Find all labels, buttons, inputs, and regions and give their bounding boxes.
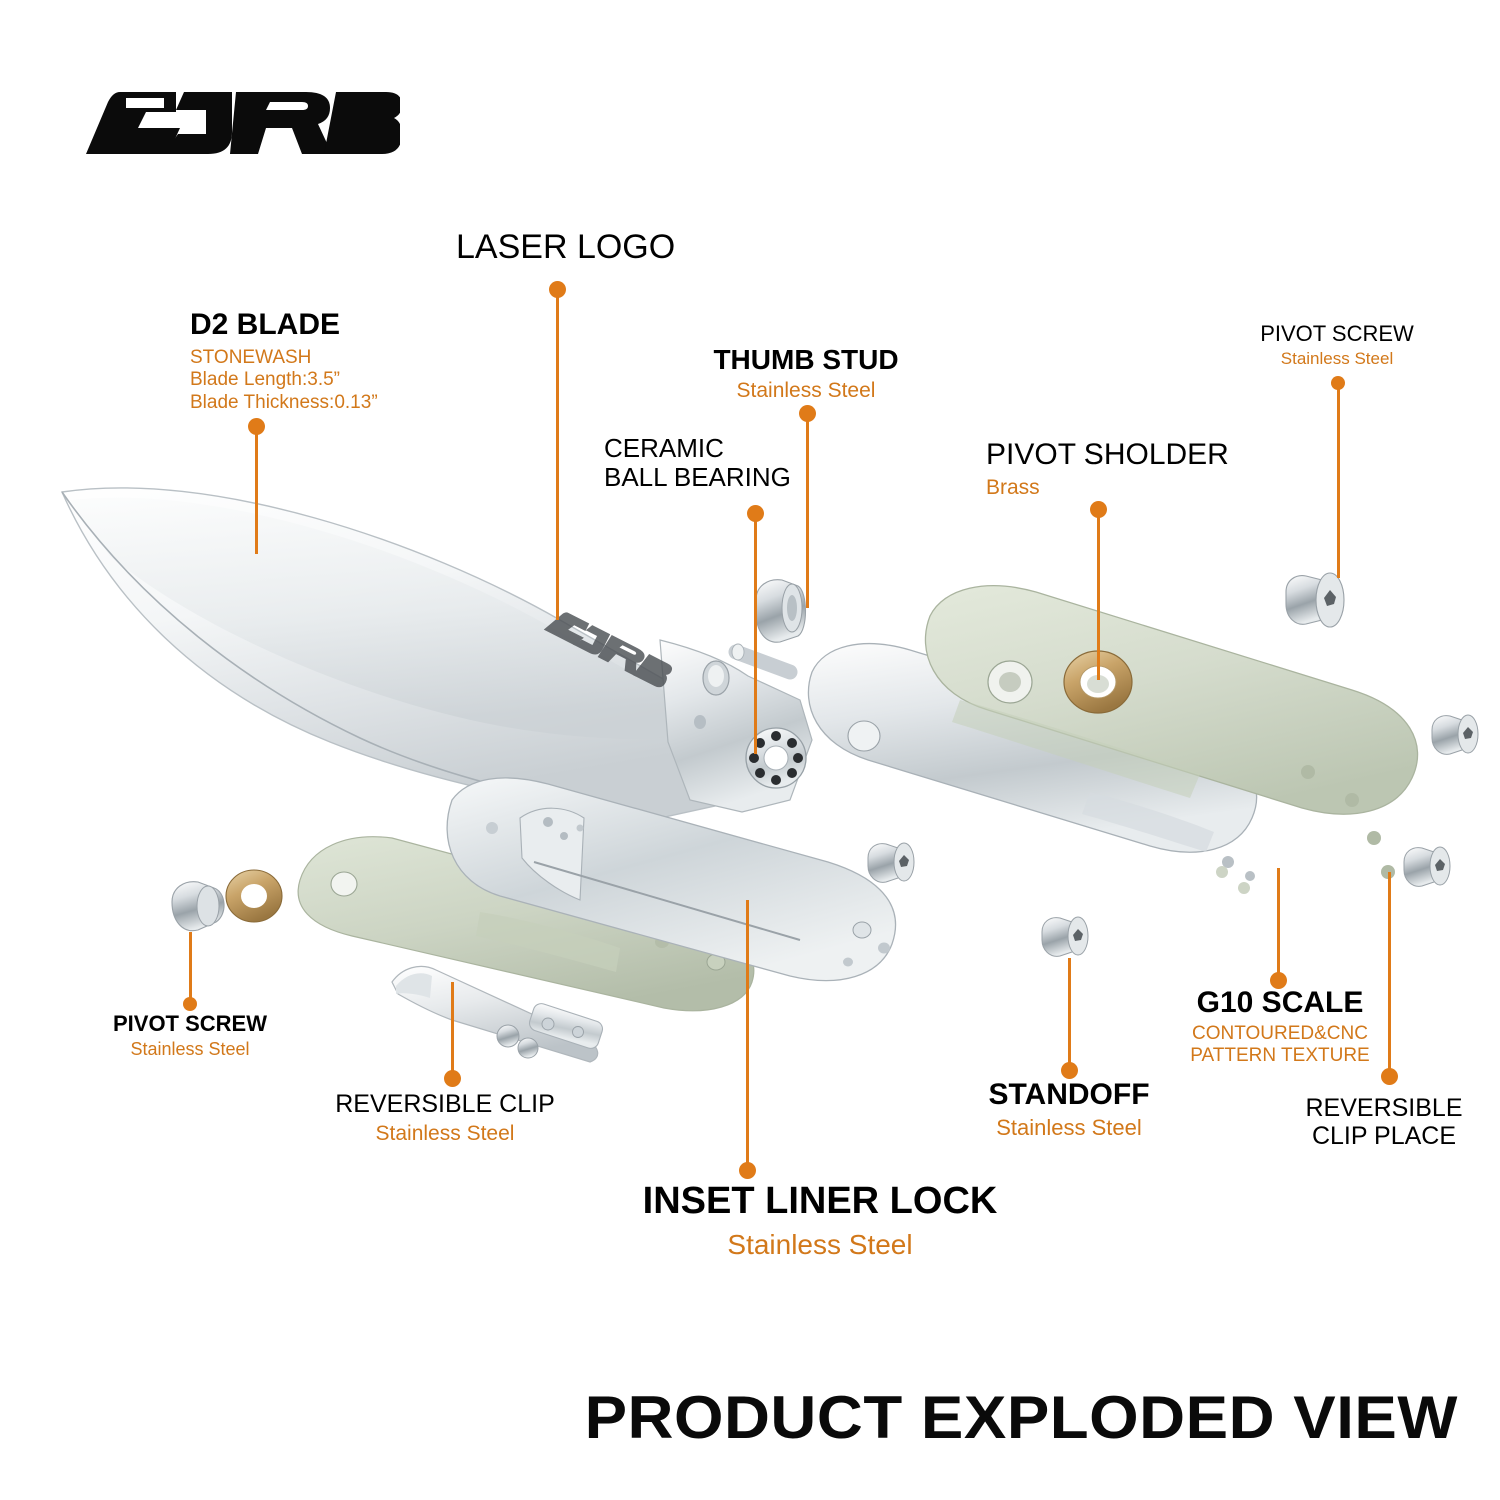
leader-line-reversible-clip bbox=[451, 982, 454, 1078]
callout-subline: Stainless Steel bbox=[130, 1038, 250, 1059]
leader-dot-reversible-clip-place bbox=[1381, 1068, 1398, 1085]
callout-title: PIVOT SCREW bbox=[112, 1011, 267, 1036]
callout-pivot-screw-top: PIVOT SCREW Stainless Steel bbox=[1237, 321, 1437, 369]
brass-washer-part bbox=[225, 869, 283, 923]
standoff-part bbox=[867, 842, 915, 883]
pivot-screw-part bbox=[1285, 572, 1345, 628]
leader-line-ceramic-ball-bearing bbox=[754, 512, 757, 754]
leader-line-thumb-stud bbox=[806, 412, 809, 608]
callout-subline: Stainless Steel bbox=[1280, 348, 1394, 368]
g10-scale-left-part bbox=[297, 836, 755, 1012]
callout-subline: Brass bbox=[986, 475, 1040, 499]
thumb-stud-part bbox=[728, 579, 807, 680]
leader-dot-reversible-clip bbox=[444, 1070, 461, 1087]
callout-subline: Stainless Steel bbox=[736, 379, 876, 403]
leader-dot-inset-liner-lock bbox=[739, 1162, 756, 1179]
callout-inset-liner-lock: INSET LINER LOCK Stainless Steel bbox=[600, 1180, 1040, 1261]
callout-subline: PATTERN TEXTURE bbox=[1190, 1045, 1370, 1067]
callout-title: REVERSIBLE CLIP bbox=[335, 1090, 555, 1118]
standoff-part bbox=[1403, 846, 1451, 887]
cjrb-wordmark-logo bbox=[80, 78, 400, 168]
callout-subline: Blade Thickness:0.13” bbox=[190, 392, 378, 414]
callout-subline: Stainless Steel bbox=[727, 1228, 913, 1260]
leader-line-laser-logo bbox=[556, 288, 559, 620]
callout-title: STANDOFF bbox=[988, 1078, 1150, 1111]
leader-dot-g10-scale bbox=[1270, 972, 1287, 989]
leader-dot-pivot-screw-top bbox=[1331, 376, 1345, 390]
leader-line-pivot-screw-top bbox=[1337, 382, 1340, 578]
leader-dot-pivot-screw-left bbox=[183, 997, 197, 1011]
leader-dot-laser-logo bbox=[549, 281, 566, 298]
callout-subline: CONTOURED&CNC bbox=[1192, 1022, 1368, 1044]
reversible-clip-part bbox=[391, 965, 604, 1063]
leader-dot-standoff bbox=[1061, 1062, 1078, 1079]
callout-subline: Blade Length:3.5” bbox=[190, 369, 341, 391]
callout-title: PIVOT SCREW bbox=[1260, 321, 1414, 346]
callout-reversible-clip-place: REVERSIBLE CLIP PLACE bbox=[1268, 1094, 1500, 1150]
callout-title: INSET LINER LOCK bbox=[642, 1180, 998, 1222]
leader-dot-ceramic-ball-bearing bbox=[747, 505, 764, 522]
callout-subline: STONEWASH bbox=[190, 346, 312, 368]
callout-title-line: CERAMIC bbox=[604, 433, 724, 463]
callout-title: D2 BLADE bbox=[190, 308, 341, 341]
footer-title: PRODUCT EXPLODED VIEW bbox=[584, 1384, 1458, 1451]
g10-scale-right-part bbox=[924, 585, 1419, 894]
leader-line-pivot-sholder bbox=[1097, 508, 1100, 680]
callout-standoff: STANDOFF Stainless Steel bbox=[944, 1078, 1194, 1141]
callout-ceramic-ball-bearing: CERAMIC BALL BEARING bbox=[604, 433, 791, 493]
callout-g10-scale: G10 SCALE CONTOURED&CNC PATTERN TEXTURE bbox=[1150, 986, 1410, 1068]
pivot-shoulder-ring-part bbox=[1063, 650, 1133, 714]
callout-pivot-screw-left: PIVOT SCREW Stainless Steel bbox=[66, 1011, 314, 1060]
leader-line-reversible-clip-place bbox=[1388, 872, 1391, 1076]
callout-title: PIVOT SHOLDER bbox=[986, 438, 1229, 471]
leader-line-pivot-screw-left bbox=[189, 932, 192, 1004]
callout-pivot-sholder: PIVOT SHOLDER Brass bbox=[986, 438, 1229, 500]
callout-laser-logo: LASER LOGO bbox=[456, 228, 676, 266]
steel-liner-part bbox=[807, 643, 1258, 881]
leader-line-g10-scale bbox=[1277, 868, 1280, 980]
leader-line-standoff bbox=[1068, 958, 1071, 1070]
inset-liner-lock-part bbox=[446, 777, 897, 982]
callout-title: G10 SCALE bbox=[1196, 986, 1364, 1019]
callout-subline: Stainless Steel bbox=[375, 1122, 515, 1145]
leader-dot-thumb-stud bbox=[799, 405, 816, 422]
callout-d2-blade: D2 BLADE STONEWASH Blade Length:3.5” Bla… bbox=[190, 308, 378, 415]
ceramic-ball-bearing-part bbox=[745, 727, 807, 789]
callout-title-line: BALL BEARING bbox=[604, 462, 791, 493]
callout-title-line: REVERSIBLE bbox=[1305, 1094, 1463, 1122]
d2-blade-part bbox=[60, 487, 813, 819]
callout-title: THUMB STUD bbox=[713, 344, 899, 375]
pivot-screw-part bbox=[171, 881, 225, 932]
standoff-part bbox=[1431, 714, 1479, 755]
callout-title-line: CLIP PLACE bbox=[1311, 1122, 1457, 1150]
leader-line-inset-liner-lock bbox=[746, 900, 749, 1170]
callout-thumb-stud: THUMB STUD Stainless Steel bbox=[706, 344, 906, 404]
leader-dot-pivot-sholder bbox=[1090, 501, 1107, 518]
leader-line-d2-blade bbox=[255, 424, 258, 554]
callout-reversible-clip: REVERSIBLE CLIP Stainless Steel bbox=[330, 1090, 560, 1146]
standoff-part bbox=[1041, 916, 1089, 957]
callout-title: LASER LOGO bbox=[456, 228, 676, 266]
callout-subline: Stainless Steel bbox=[996, 1114, 1142, 1140]
leader-dot-d2-blade bbox=[248, 418, 265, 435]
